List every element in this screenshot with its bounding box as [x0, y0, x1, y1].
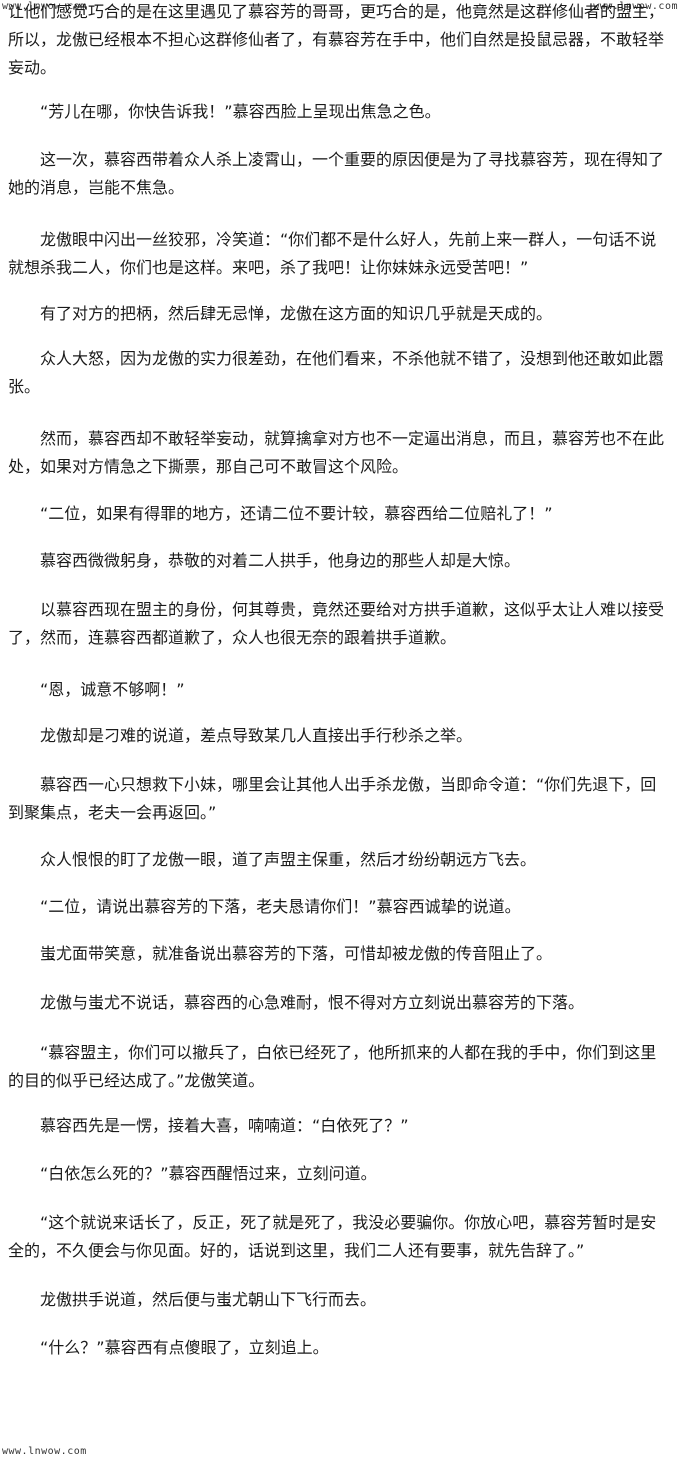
paragraph: 蚩尤面带笑意，就准备说出慕容芳的下落，可惜却被龙傲的传音阻止了。	[40, 944, 553, 963]
paragraph: 龙傲却是刁难的说道，差点导致某几人直接出手行秒杀之举。	[40, 726, 473, 745]
paragraph: “什么？”慕容西有点傻眼了，立刻追上。	[40, 1338, 329, 1357]
paragraph: 慕容西先是一愣，接着大喜，喃喃道：“白依死了？”	[40, 1116, 409, 1135]
paragraph: 龙傲与蚩尤不说话，慕容西的心急难耐，恨不得对方立刻说出慕容芳的下落。	[40, 993, 585, 1012]
paragraph: 以慕容西现在盟主的身份，何其尊贵，竟然还要给对方拱手道歉，这似乎太让人难以接受了…	[8, 600, 665, 647]
watermark-bottom-left: www.lnwow.com	[2, 1446, 87, 1457]
paragraph: 慕容西微微躬身，恭敬的对着二人拱手，他身边的那些人却是大惊。	[40, 551, 521, 570]
paragraph: 众人大怒，因为龙傲的实力很差劲，在他们看来，不杀他就不错了，没想到他还敢如此嚣张…	[8, 349, 665, 396]
paragraph: 有了对方的把柄，然后肆无忌惮，龙傲在这方面的知识几乎就是天成的。	[40, 304, 553, 323]
paragraph: 慕容西一心只想救下小妹，哪里会让其他人出手杀龙傲，当即命令道：“你们先退下，回到…	[8, 775, 657, 822]
paragraph: 众人恨恨的盯了龙傲一眼，道了声盟主保重，然后才纷纷朝远方飞去。	[40, 850, 537, 869]
paragraph: 然而，慕容西却不敢轻举妄动，就算擒拿对方也不一定逼出消息，而且，慕容芳也不在此处…	[8, 429, 665, 476]
paragraph: “芳儿在哪，你快告诉我！”慕容西脸上呈现出焦急之色。	[40, 102, 441, 121]
paragraph: “二位，如果有得罪的地方，还请二位不要计较，慕容西给二位赔礼了！”	[40, 504, 553, 523]
paragraph: 龙傲眼中闪出一丝狡邪，冷笑道：“你们都不是什么好人，先前上来一群人，一句话不说就…	[8, 230, 657, 277]
paragraph: “恩，诚意不够啊！”	[40, 680, 185, 699]
watermark-top-left: www.lnwow.com	[2, 1, 87, 12]
watermark-top-right: www.lnwow.com	[593, 1, 678, 12]
paragraph: “二位，请说出慕容芳的下落，老夫恳请你们！”慕容西诚挚的说道。	[40, 897, 521, 916]
paragraph: 这一次，慕容西带着众人杀上凌霄山，一个重要的原因便是为了寻找慕容芳，现在得知了她…	[8, 150, 665, 197]
paragraph: “白依怎么死的？”慕容西醒悟过来，立刻问道。	[40, 1164, 377, 1183]
paragraph: 让他们感觉巧合的是在这里遇见了慕容芳的哥哥，更巧合的是，他竟然是这群修仙者的盟主…	[8, 2, 665, 77]
paragraph: “这个就说来话长了，反正，死了就是死了，我没必要骗你。你放心吧，慕容芳暂时是安全…	[8, 1213, 657, 1260]
paragraph: “慕容盟主，你们可以撤兵了，白依已经死了，他所抓来的人都在我的手中，你们到这里的…	[8, 1043, 657, 1090]
paragraph: 龙傲拱手说道，然后便与蚩尤朝山下飞行而去。	[40, 1290, 377, 1309]
